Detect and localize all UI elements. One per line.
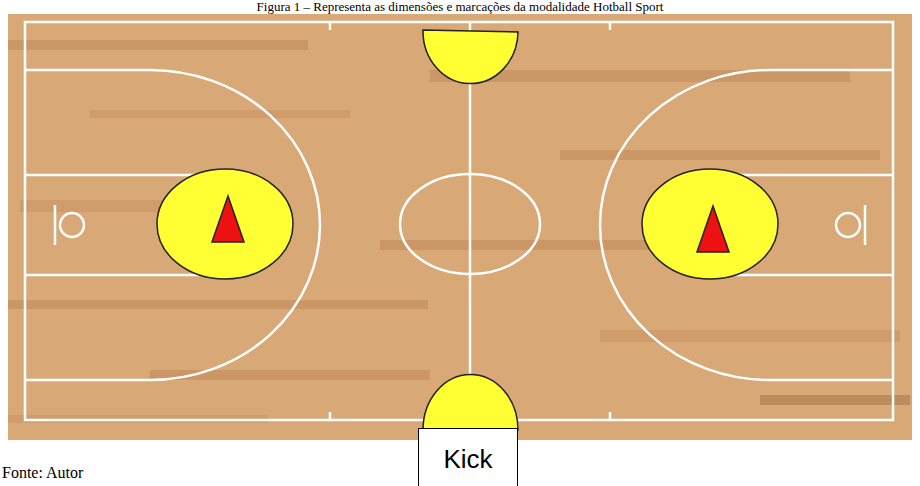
label-box: Kick xyxy=(418,428,518,486)
source-note: Fonte: Autor xyxy=(2,464,83,482)
figure-caption: Figura 1 – Representa as dimensões e mar… xyxy=(0,0,920,13)
box-label: Kick xyxy=(443,444,492,475)
